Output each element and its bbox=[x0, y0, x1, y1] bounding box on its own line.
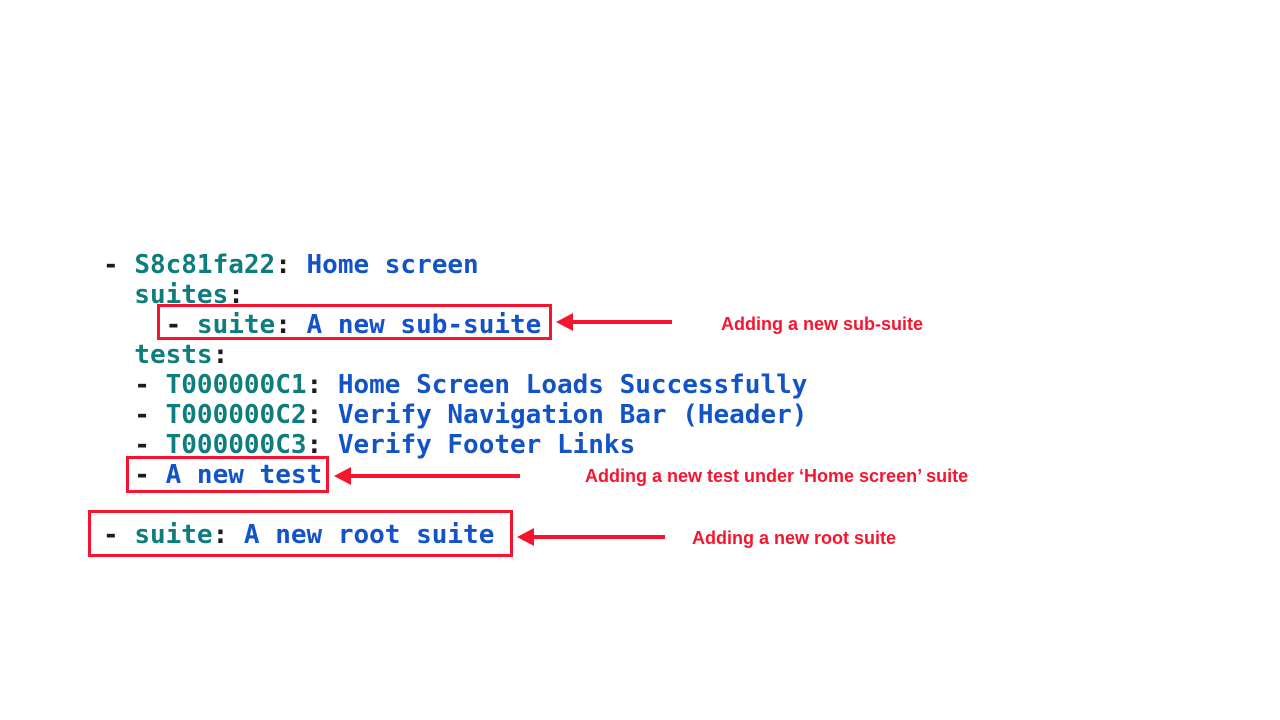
yaml-colon: : bbox=[228, 280, 244, 310]
yaml-value: Home Screen Loads Successfully bbox=[322, 370, 808, 400]
highlight-box-sub-suite bbox=[157, 304, 552, 340]
annotation-label-new-test: Adding a new test under ‘Home screen’ su… bbox=[585, 466, 969, 486]
yaml-value: A new test bbox=[165, 460, 323, 490]
yaml-key: suite bbox=[196, 310, 276, 340]
yaml-line-test-c2: - T000000C2: Verify Navigation Bar (Head… bbox=[103, 400, 807, 430]
yaml-value: A new root suite bbox=[228, 520, 495, 550]
yaml-value: Verify Footer Links bbox=[322, 430, 636, 460]
yaml-dash: - bbox=[103, 520, 135, 550]
yaml-dash: - bbox=[103, 400, 166, 430]
yaml-dash: - bbox=[103, 250, 135, 280]
yaml-key: S8c81fa22 bbox=[134, 250, 276, 280]
yaml-value: A new sub-suite bbox=[290, 310, 542, 340]
yaml-colon: : bbox=[275, 250, 291, 280]
yaml-key: T000000C3 bbox=[165, 430, 307, 460]
yaml-key: suite bbox=[134, 520, 213, 550]
yaml-dash: - bbox=[103, 430, 166, 460]
highlight-box-root-suite bbox=[88, 510, 513, 557]
yaml-key: tests bbox=[103, 340, 213, 370]
yaml-line-test-c3: - T000000C3: Verify Footer Links bbox=[103, 430, 807, 460]
annotation-label-sub-suite: Adding a new sub-suite bbox=[721, 314, 924, 334]
yaml-value: Home screen bbox=[290, 250, 479, 280]
yaml-key: T000000C1 bbox=[165, 370, 307, 400]
yaml-dash: - bbox=[103, 370, 166, 400]
yaml-line-test-c1: - T000000C1: Home Screen Loads Successfu… bbox=[103, 370, 807, 400]
yaml-code-block: - S8c81fa22: Home screen suites: - suite… bbox=[103, 250, 807, 550]
yaml-colon: : bbox=[306, 430, 323, 460]
yaml-key: T000000C2 bbox=[165, 400, 307, 430]
yaml-colon: : bbox=[306, 370, 323, 400]
yaml-line-new-root-suite: - suite: A new root suite bbox=[103, 520, 807, 550]
yaml-line-new-test: - A new test bbox=[103, 460, 807, 490]
yaml-colon: : bbox=[212, 520, 229, 550]
yaml-dash: - bbox=[103, 460, 166, 490]
yaml-line-tests-key: tests: bbox=[103, 340, 807, 370]
yaml-colon: : bbox=[306, 400, 323, 430]
yaml-dash: - bbox=[103, 310, 197, 340]
highlight-box-new-test bbox=[126, 456, 329, 493]
yaml-colon: : bbox=[212, 340, 229, 370]
yaml-colon: : bbox=[275, 310, 291, 340]
yaml-value: Verify Navigation Bar (Header) bbox=[322, 400, 808, 430]
yaml-line-suite-header: - S8c81fa22: Home screen bbox=[103, 250, 807, 280]
annotation-label-root-suite: Adding a new root suite bbox=[692, 528, 897, 548]
yaml-line-new-sub-suite: - suite: A new sub-suite bbox=[103, 310, 807, 340]
